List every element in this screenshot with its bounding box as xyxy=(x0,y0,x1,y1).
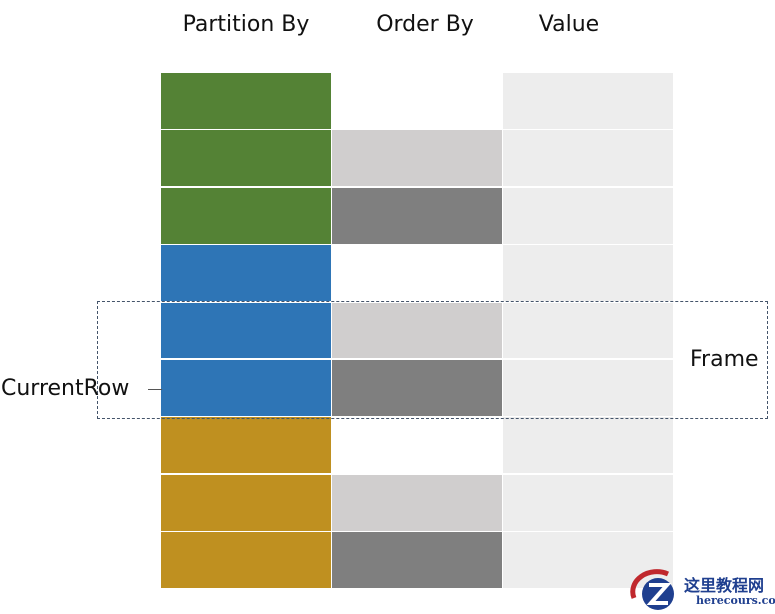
value-cell xyxy=(503,474,673,531)
frame-label: Frame xyxy=(690,347,759,372)
header-order-by: Order By xyxy=(376,12,474,37)
order-cell xyxy=(332,474,502,531)
watermark-name: 这里教程网 xyxy=(684,576,765,595)
watermark-site: herecours.com xyxy=(696,594,775,607)
current-row-pointer-line xyxy=(148,389,162,390)
value-cell xyxy=(503,130,673,187)
order-cell xyxy=(332,73,502,129)
order-cell xyxy=(332,302,502,359)
order-cell xyxy=(332,532,502,589)
partition-cell xyxy=(161,302,331,359)
partition-cell xyxy=(161,130,331,187)
order-cell xyxy=(332,360,502,416)
value-cell xyxy=(503,417,673,474)
value-cell xyxy=(503,302,673,359)
order-cell xyxy=(332,130,502,187)
watermark-logo: 这里教程网 herecours.com xyxy=(628,568,775,614)
partition-cell xyxy=(161,417,331,474)
header-partition-by: Partition By xyxy=(182,12,310,37)
partition-cell xyxy=(161,245,331,302)
partition-cell xyxy=(161,532,331,589)
value-cell xyxy=(503,245,673,302)
order-cell xyxy=(332,417,502,474)
value-cell xyxy=(503,360,673,416)
order-cell xyxy=(332,187,502,244)
value-cell xyxy=(503,73,673,129)
logo-z-icon xyxy=(630,569,674,610)
frame-box xyxy=(97,301,768,419)
value-cell xyxy=(503,532,673,589)
partition-cell xyxy=(161,187,331,244)
value-cell xyxy=(503,187,673,244)
order-cell xyxy=(332,245,502,302)
partition-cell xyxy=(161,360,331,416)
partition-cell xyxy=(161,73,331,129)
current-row-label: CurrentRow xyxy=(1,376,130,401)
header-value: Value xyxy=(538,12,600,37)
partition-cell xyxy=(161,474,331,531)
